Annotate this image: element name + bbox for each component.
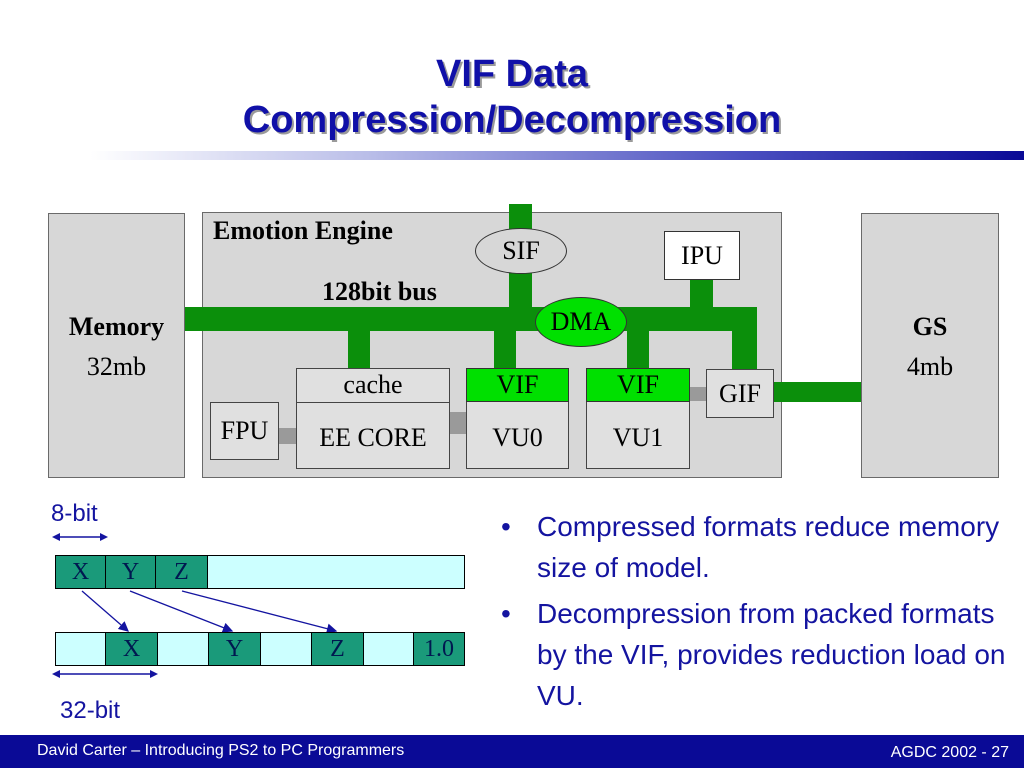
bus-vif0 — [494, 330, 516, 368]
bullet-item: • Compressed formats reduce memory size o… — [497, 506, 1007, 588]
bus-ipu — [690, 280, 713, 308]
packed-x: X — [55, 555, 106, 589]
ipu-unit: IPU — [664, 231, 740, 280]
ee-core-block — [296, 368, 450, 469]
unpacked-y: Y — [208, 632, 261, 666]
unpacked-x: X — [105, 632, 158, 666]
fpu-connector — [278, 428, 296, 444]
bus-label: 128bit bus — [322, 277, 437, 306]
bullet-text: Decompression from packed formats by the… — [537, 598, 1006, 711]
memory-label: Memory — [68, 312, 165, 341]
main-bus — [185, 307, 757, 331]
vif1-unit: VIF — [586, 368, 690, 402]
gs-size: 4mb — [906, 352, 954, 381]
unpack-arrows — [81, 590, 338, 634]
ee-core-label: EE CORE — [319, 423, 427, 452]
footer-bar: David Carter – Introducing PS2 to PC Pro… — [0, 735, 1024, 768]
core-vu0-connector — [450, 412, 467, 434]
packed-y: Y — [105, 555, 156, 589]
bullet-list: • Compressed formats reduce memory size o… — [497, 506, 1007, 721]
memory-size: 32mb — [86, 352, 147, 381]
bus-vif1 — [627, 330, 649, 368]
bus-down-gif — [732, 307, 757, 369]
arrow-32bit-icon — [52, 670, 158, 678]
emotion-engine-label: Emotion Engine — [213, 216, 393, 245]
gif-unit: GIF — [706, 369, 774, 418]
gs-block — [861, 213, 999, 478]
vu1-label: VU1 — [612, 423, 664, 452]
vu0-label: VU0 — [492, 423, 543, 452]
cache-label: cache — [343, 370, 403, 399]
vif0-unit: VIF — [466, 368, 569, 402]
unpacked-w: 1.0 — [413, 632, 465, 666]
arrow-8bit-icon — [52, 533, 108, 541]
ee-core-divider — [296, 402, 450, 403]
bus-gif-gs — [774, 382, 861, 402]
memory-block — [48, 213, 185, 478]
footer-left: David Carter – Introducing PS2 to PC Pro… — [37, 742, 405, 759]
vu1-gif-connector — [690, 387, 708, 401]
packed-z: Z — [155, 555, 208, 589]
bullet-dot: • — [501, 598, 511, 629]
footer-right: AGDC 2002 - 27 — [890, 744, 1009, 761]
fpu-unit: FPU — [210, 402, 279, 460]
bullet-text: Compressed formats reduce memory size of… — [537, 511, 1000, 583]
slide-title-line1: VIF Data — [435, 53, 589, 95]
slide-title-line2: Compression/Decompression — [242, 99, 782, 141]
bullet-item: • Decompression from packed formats by th… — [497, 593, 1007, 716]
sif-unit: SIF — [475, 228, 567, 274]
unpacked-z: Z — [311, 632, 364, 666]
bus-cache — [348, 330, 370, 368]
gs-label: GS — [912, 312, 948, 341]
label-32bit: 32-bit — [60, 697, 121, 724]
dma-unit: DMA — [535, 297, 627, 347]
label-8bit: 8-bit — [51, 500, 98, 527]
title-underline — [90, 151, 1024, 160]
bullet-dot: • — [501, 511, 511, 542]
